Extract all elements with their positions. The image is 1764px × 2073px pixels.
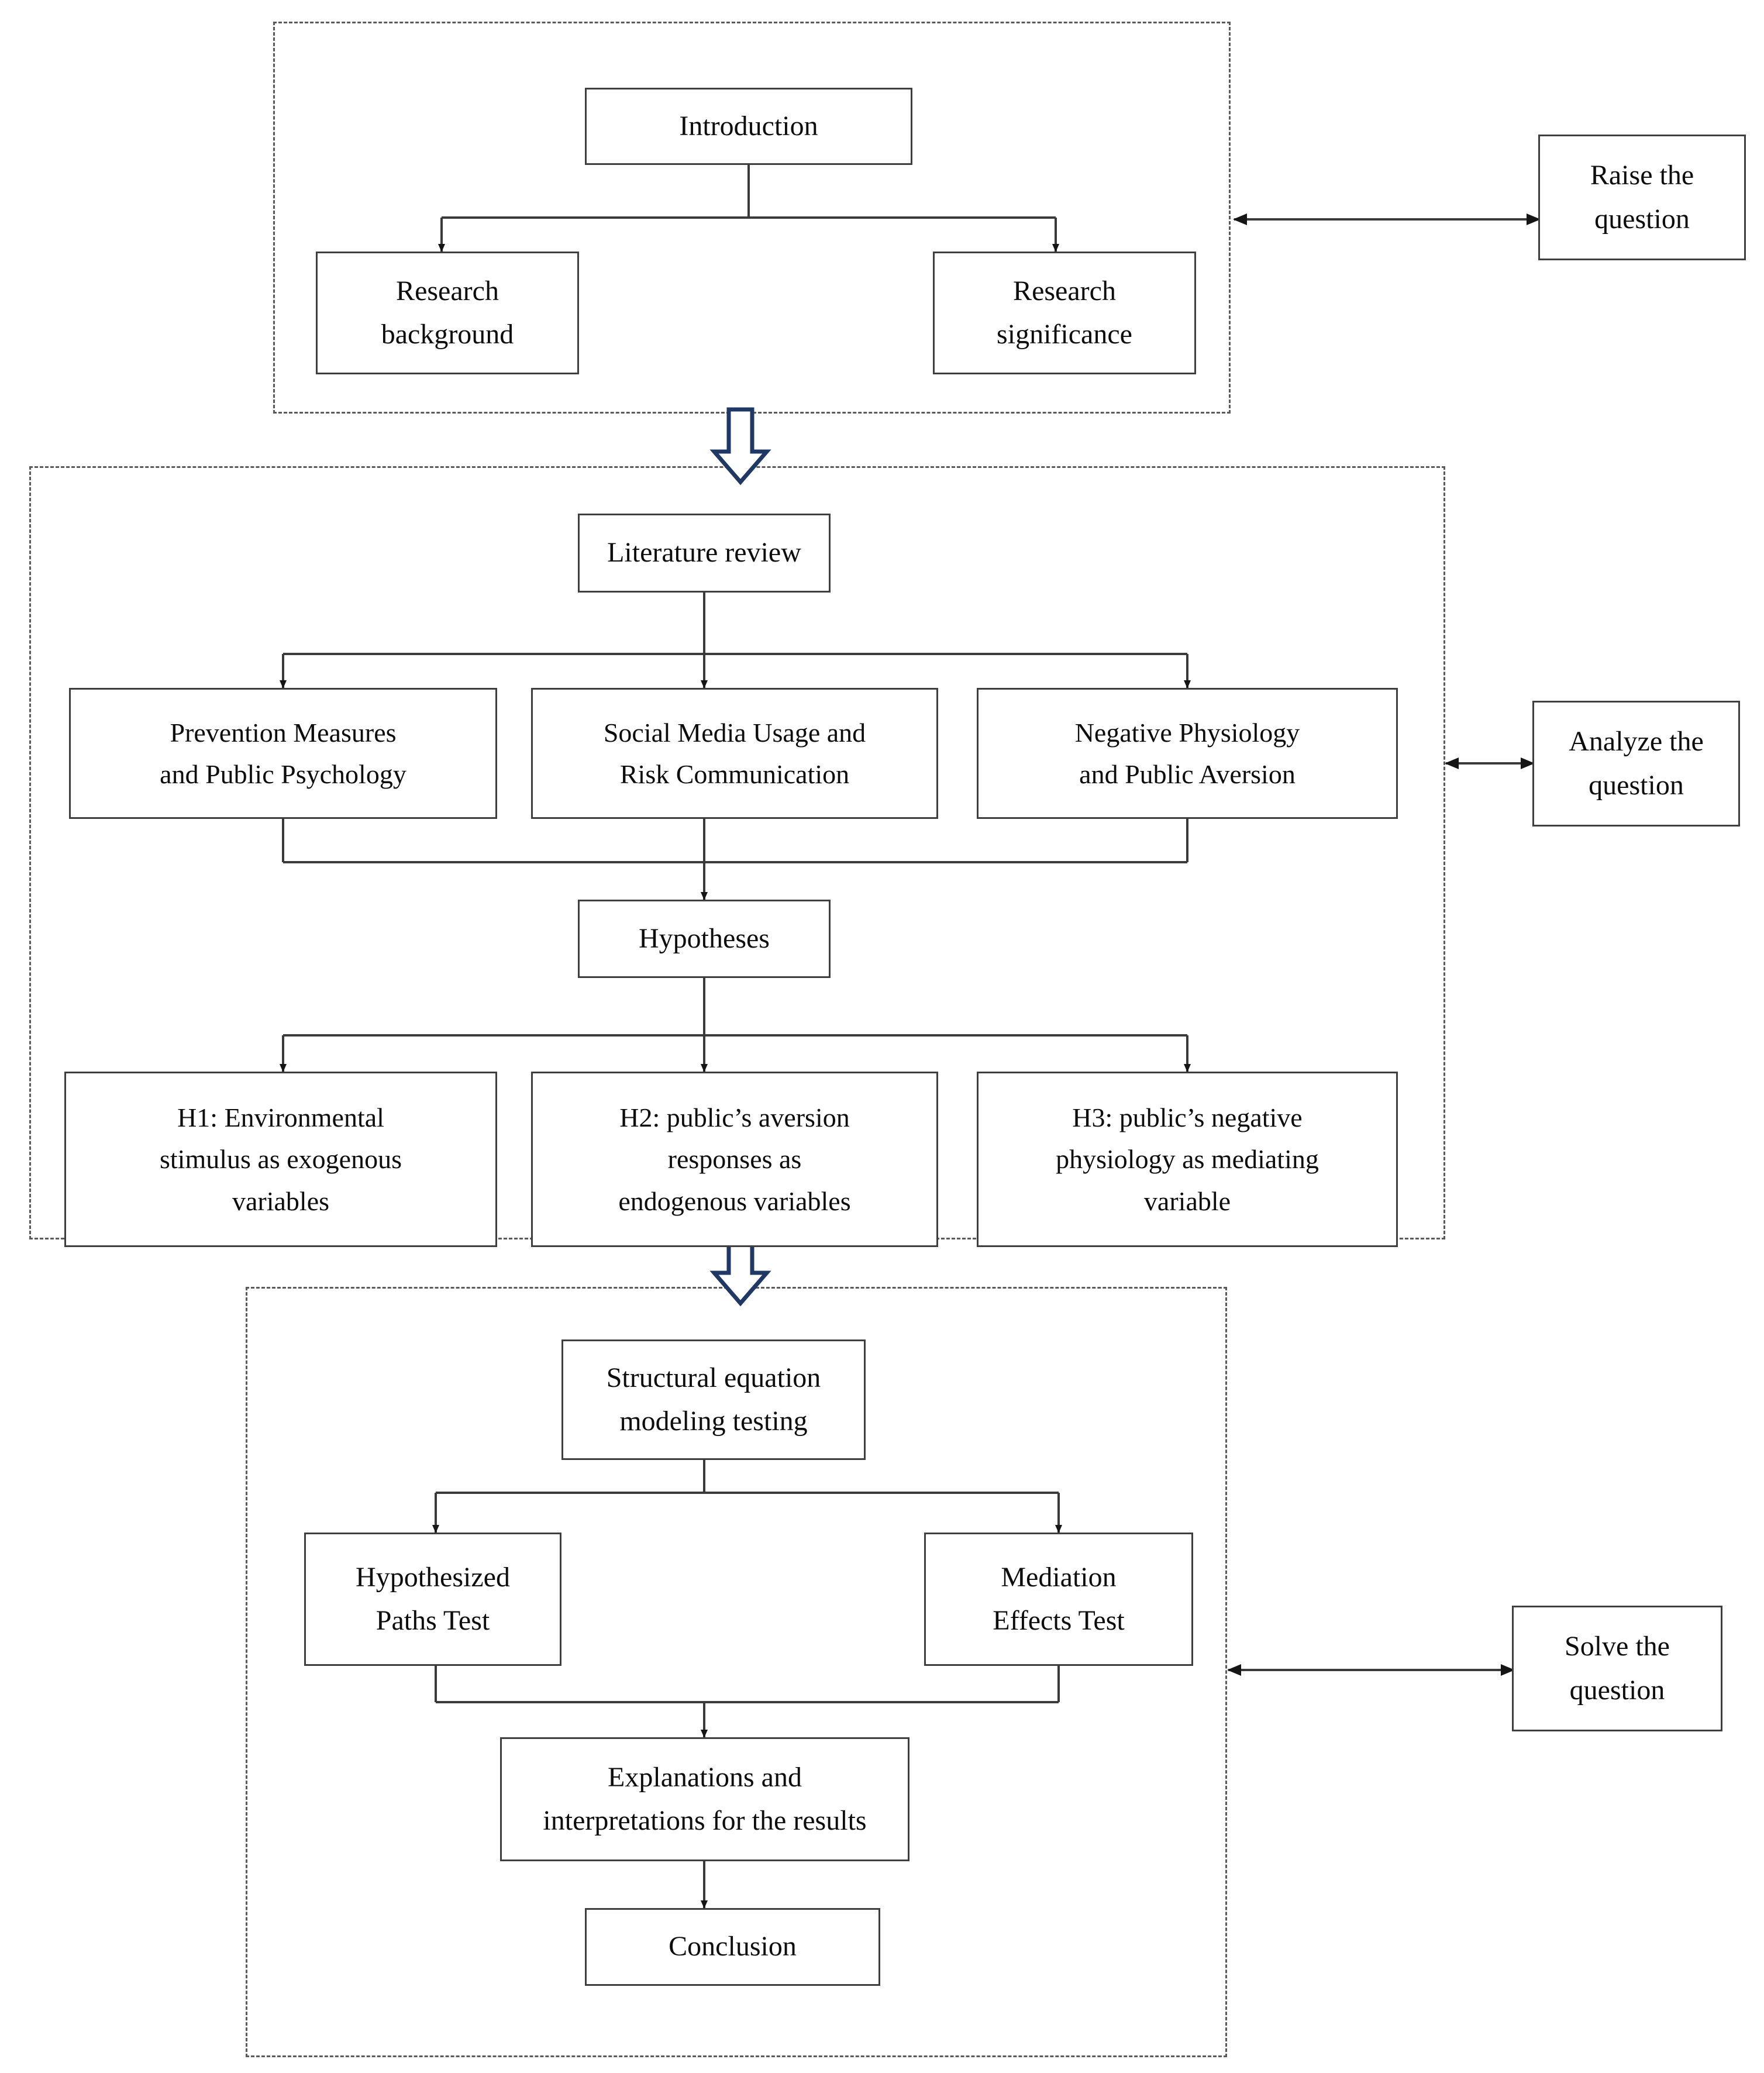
node-hypothesis-h1-label: H1: Environmental stimulus as exogenous … bbox=[160, 1103, 402, 1216]
node-topic-social-media-usage-label: Social Media Usage and Risk Communicatio… bbox=[603, 717, 866, 789]
node-raise-the-question-label: Raise the question bbox=[1590, 160, 1694, 235]
node-topic-negative-physiology[interactable]: Negative Physiology and Public Aversion bbox=[977, 688, 1398, 819]
node-hypothesis-h3-label: H3: public’s negative physiology as medi… bbox=[1056, 1103, 1319, 1216]
node-literature-review-label: Literature review bbox=[607, 537, 801, 569]
node-explanations-interpretations-label: Explanations and interpretations for the… bbox=[543, 1761, 867, 1836]
node-research-significance-label: Research significance bbox=[997, 275, 1132, 350]
node-explanations-interpretations[interactable]: Explanations and interpretations for the… bbox=[500, 1737, 909, 1861]
node-solve-the-question-label: Solve the question bbox=[1565, 1631, 1670, 1706]
node-analyze-the-question[interactable]: Analyze the question bbox=[1532, 701, 1740, 827]
node-conclusion[interactable]: Conclusion bbox=[585, 1908, 880, 1986]
node-literature-review[interactable]: Literature review bbox=[578, 514, 831, 593]
node-hypothesis-h2[interactable]: H2: public’s aversion responses as endog… bbox=[531, 1072, 938, 1247]
node-research-significance[interactable]: Research significance bbox=[933, 252, 1196, 374]
node-hypotheses-label: Hypotheses bbox=[639, 922, 770, 954]
node-introduction-label: Introduction bbox=[679, 110, 818, 142]
node-solve-the-question[interactable]: Solve the question bbox=[1512, 1606, 1722, 1731]
node-research-background[interactable]: Research background bbox=[316, 252, 579, 374]
node-hypothesis-h3[interactable]: H3: public’s negative physiology as medi… bbox=[977, 1072, 1398, 1247]
node-raise-the-question[interactable]: Raise the question bbox=[1538, 135, 1746, 260]
node-hypotheses[interactable]: Hypotheses bbox=[578, 900, 831, 978]
node-hypothesized-paths-test[interactable]: Hypothesized Paths Test bbox=[304, 1533, 561, 1666]
node-hypothesized-paths-test-label: Hypothesized Paths Test bbox=[356, 1561, 510, 1636]
node-topic-social-media-usage[interactable]: Social Media Usage and Risk Communicatio… bbox=[531, 688, 938, 819]
node-topic-negative-physiology-label: Negative Physiology and Public Aversion bbox=[1074, 717, 1300, 789]
node-hypothesis-h1[interactable]: H1: Environmental stimulus as exogenous … bbox=[64, 1072, 497, 1247]
node-topic-prevention-measures-label: Prevention Measures and Public Psycholog… bbox=[160, 717, 406, 789]
node-mediation-effects-test-label: Mediation Effects Test bbox=[993, 1561, 1125, 1636]
node-hypothesis-h2-label: H2: public’s aversion responses as endog… bbox=[618, 1103, 851, 1216]
node-research-background-label: Research background bbox=[381, 275, 514, 350]
node-introduction[interactable]: Introduction bbox=[585, 88, 912, 165]
node-structural-equation-modeling-label: Structural equation modeling testing bbox=[606, 1362, 821, 1437]
node-analyze-the-question-label: Analyze the question bbox=[1569, 726, 1704, 801]
node-mediation-effects-test[interactable]: Mediation Effects Test bbox=[924, 1533, 1193, 1666]
node-topic-prevention-measures[interactable]: Prevention Measures and Public Psycholog… bbox=[69, 688, 497, 819]
node-conclusion-label: Conclusion bbox=[669, 1931, 797, 1962]
node-structural-equation-modeling[interactable]: Structural equation modeling testing bbox=[561, 1339, 866, 1460]
